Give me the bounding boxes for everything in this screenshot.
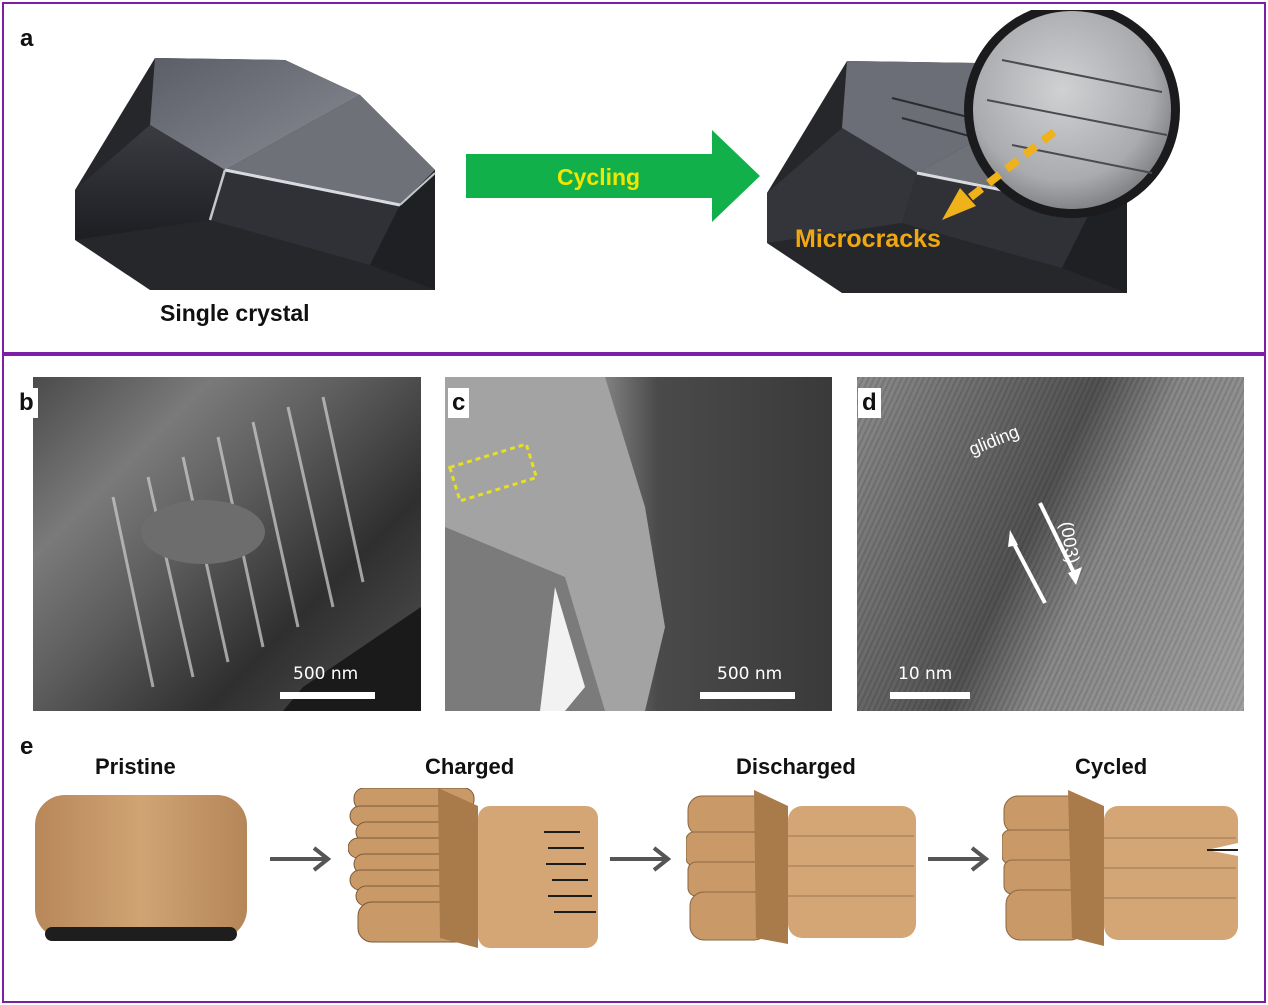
tem-image-c [445,377,832,711]
arrow-1 [270,846,332,872]
single-crystal-caption: Single crystal [160,300,310,326]
discharged-block [686,790,916,944]
scale-label-b: 500 nm [293,664,359,684]
arrow-2 [610,846,672,872]
cycling-label: Cycling [557,164,641,190]
sem-image-b [33,377,421,711]
charged-block [348,788,598,948]
arrow-3 [928,846,990,872]
scale-bar-b [280,692,375,699]
microcracks-label: Microcracks [795,225,941,253]
cracked-crystal-illustration [767,10,1180,293]
stage-discharged-label: Discharged [736,754,856,779]
hrtem-image-d [857,377,1244,711]
stage-cycled-label: Cycled [1075,754,1148,779]
cycled-block [1002,790,1238,946]
scale-label-d: 10 nm [898,664,953,684]
panel-a-frame [2,2,1266,356]
panel-c-letter: c [448,388,470,418]
single-crystal-illustration [75,58,436,290]
panel-e-letter: e [16,732,38,762]
stage-charged-label: Charged [425,754,515,779]
scale-bar-c [700,692,795,699]
panel-d-letter: d [858,388,881,418]
stage-pristine-label: Pristine [95,754,176,779]
panel-bottom-frame [2,352,1266,1003]
scale-label-c: 500 nm [717,664,783,684]
cycling-arrow [466,130,760,222]
scale-bar-d [890,692,970,699]
pristine-block [35,795,247,941]
gliding-arrows [1008,502,1082,604]
panel-a-letter: a [16,24,38,54]
panel-b-letter: b [15,388,38,418]
